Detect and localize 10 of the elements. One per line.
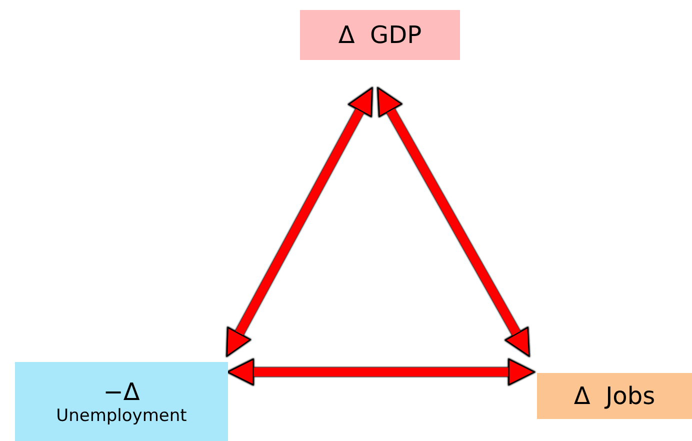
double-arrow (227, 358, 535, 386)
double-arrow (226, 87, 373, 357)
double-arrow (377, 87, 530, 357)
label-box (300, 10, 460, 60)
node-subtitle: Unemployment (56, 406, 187, 426)
node-title: Δ Jobs (574, 382, 656, 410)
label-box (537, 373, 692, 419)
node-title: −Δ (103, 378, 140, 406)
node-title: Δ GDP (338, 21, 422, 49)
label-box (15, 362, 228, 441)
